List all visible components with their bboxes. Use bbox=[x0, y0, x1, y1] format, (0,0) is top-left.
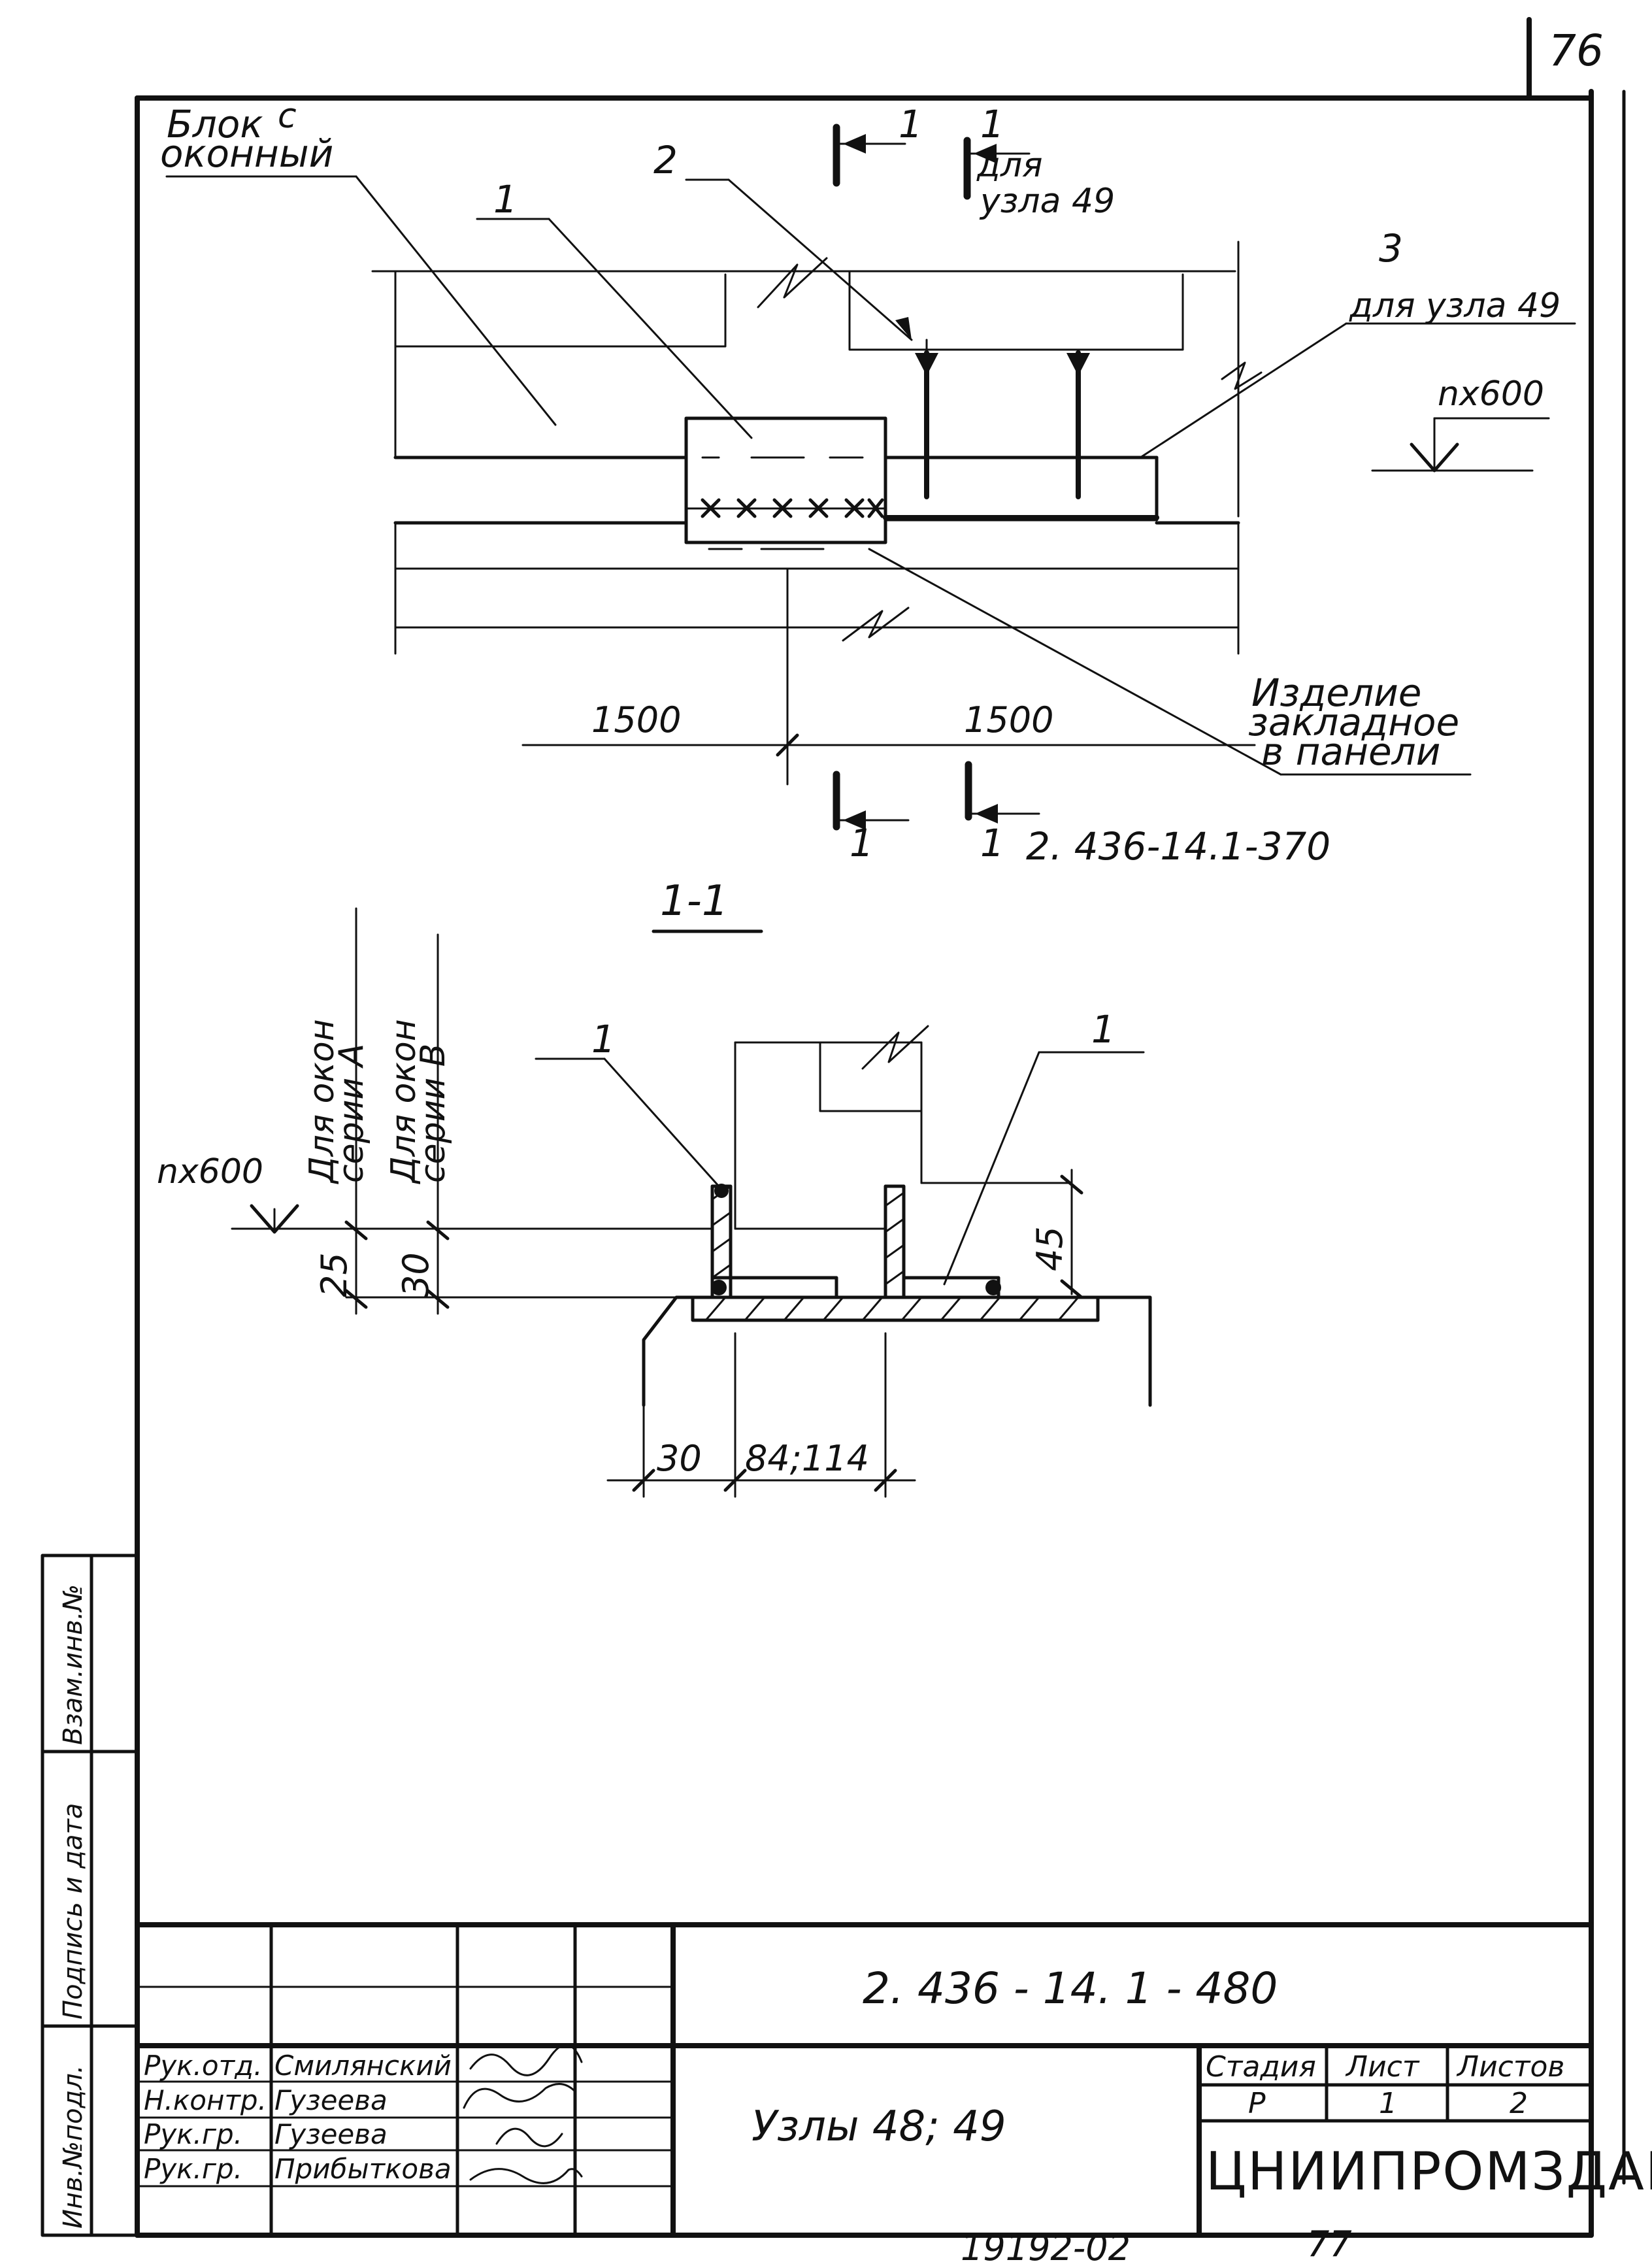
tb-stage-value: Р bbox=[1248, 2087, 1266, 2120]
side-stamp bbox=[41, 1554, 139, 2237]
footer-page: 77 bbox=[1307, 2223, 1352, 2262]
title-block bbox=[135, 1922, 1594, 2238]
section-mark-bottom-left: 1 bbox=[850, 821, 874, 865]
tb-role-3: Рук.гр. bbox=[144, 2118, 242, 2150]
plan-level-label: nx600 bbox=[1438, 374, 1544, 414]
section-callout-left: 1 bbox=[591, 1017, 616, 1061]
tb-name-4: Прибыткова bbox=[274, 2153, 452, 2185]
plan-dim-left: 1500 bbox=[591, 699, 681, 740]
section-dim-30: 30 bbox=[657, 1438, 702, 1479]
section-level-label: nx600 bbox=[157, 1152, 263, 1191]
side-stamp-podpis-data: Подпись и дата bbox=[58, 1803, 88, 2020]
plan-callout-2: 2 bbox=[653, 138, 678, 182]
reference-doc: 2. 436-14.1-370 bbox=[1026, 824, 1330, 869]
tb-sheets-value: 2 bbox=[1510, 2087, 1528, 2120]
section-dim-25: 25 bbox=[314, 1252, 355, 1297]
embedded-part-label-line2: закладное bbox=[1248, 700, 1459, 744]
plan-callout-3-note: для узла 49 bbox=[1349, 286, 1561, 325]
embedded-part-label-line3: в панели bbox=[1261, 729, 1440, 774]
footer-archive-number: 19192-02 bbox=[961, 2227, 1131, 2262]
window-block-label-mark: с bbox=[278, 97, 297, 136]
section-note-top-line1: для bbox=[976, 146, 1042, 185]
tb-sheet-header: Лист bbox=[1345, 2050, 1420, 2084]
plan-callout-3: 3 bbox=[1379, 226, 1403, 271]
side-stamp-vzam-inv: Взам.инв.№ bbox=[58, 1584, 88, 1745]
tb-stage-header: Стадия bbox=[1206, 2050, 1316, 2084]
embedded-part-label-line1: Изделие bbox=[1251, 671, 1421, 715]
window-block-label-line1: Блок bbox=[167, 102, 263, 146]
note-series-a-line1: Для окон bbox=[303, 1019, 342, 1184]
section-view bbox=[231, 907, 1152, 1498]
tb-name-2: Гузеева bbox=[274, 2084, 388, 2116]
tb-name-1: Смилянский bbox=[274, 2050, 452, 2082]
plan-view bbox=[165, 124, 1576, 831]
section-note-top-line2: узла 49 bbox=[979, 182, 1115, 221]
tb-sheets-header: Листов bbox=[1456, 2050, 1564, 2084]
window-block-label-line2: оконный bbox=[160, 131, 333, 176]
section-callout-right: 1 bbox=[1091, 1007, 1115, 1052]
doc-code: 2. 436 - 14. 1 - 480 bbox=[863, 1963, 1278, 2014]
plan-callout-1: 1 bbox=[493, 177, 518, 222]
note-series-a-line2: серии А bbox=[332, 1044, 371, 1183]
drawing-title: Узлы 48; 49 bbox=[752, 2103, 1006, 2151]
organization: ЦНИИПРОМЗДАНИЙ bbox=[1206, 2140, 1652, 2202]
section-title: 1-1 bbox=[660, 877, 729, 925]
section-dim-30-vertical: 30 bbox=[395, 1252, 437, 1297]
tb-name-3: Гузеева bbox=[274, 2118, 388, 2150]
tb-role-2: Н.контр. bbox=[144, 2084, 267, 2116]
page-number: 76 bbox=[1549, 25, 1604, 76]
section-mark-top-right: 1 bbox=[980, 102, 1004, 146]
section-dim-45: 45 bbox=[1029, 1226, 1070, 1271]
tb-role-1: Рук.отд. bbox=[144, 2050, 262, 2082]
tb-role-4: Рук.гр. bbox=[144, 2153, 242, 2185]
section-dim-84-114: 84;114 bbox=[745, 1438, 869, 1479]
section-mark-bottom-right: 1 bbox=[980, 821, 1004, 865]
section-mark-top-left: 1 bbox=[899, 102, 923, 146]
side-stamp-inv-podl: Инв.№подл. bbox=[58, 2065, 88, 2229]
note-series-b-line1: Для окон bbox=[384, 1019, 423, 1184]
note-series-b-line2: серии В bbox=[414, 1044, 453, 1183]
tb-sheet-value: 1 bbox=[1379, 2087, 1397, 2120]
plan-dim-right: 1500 bbox=[964, 699, 1053, 740]
